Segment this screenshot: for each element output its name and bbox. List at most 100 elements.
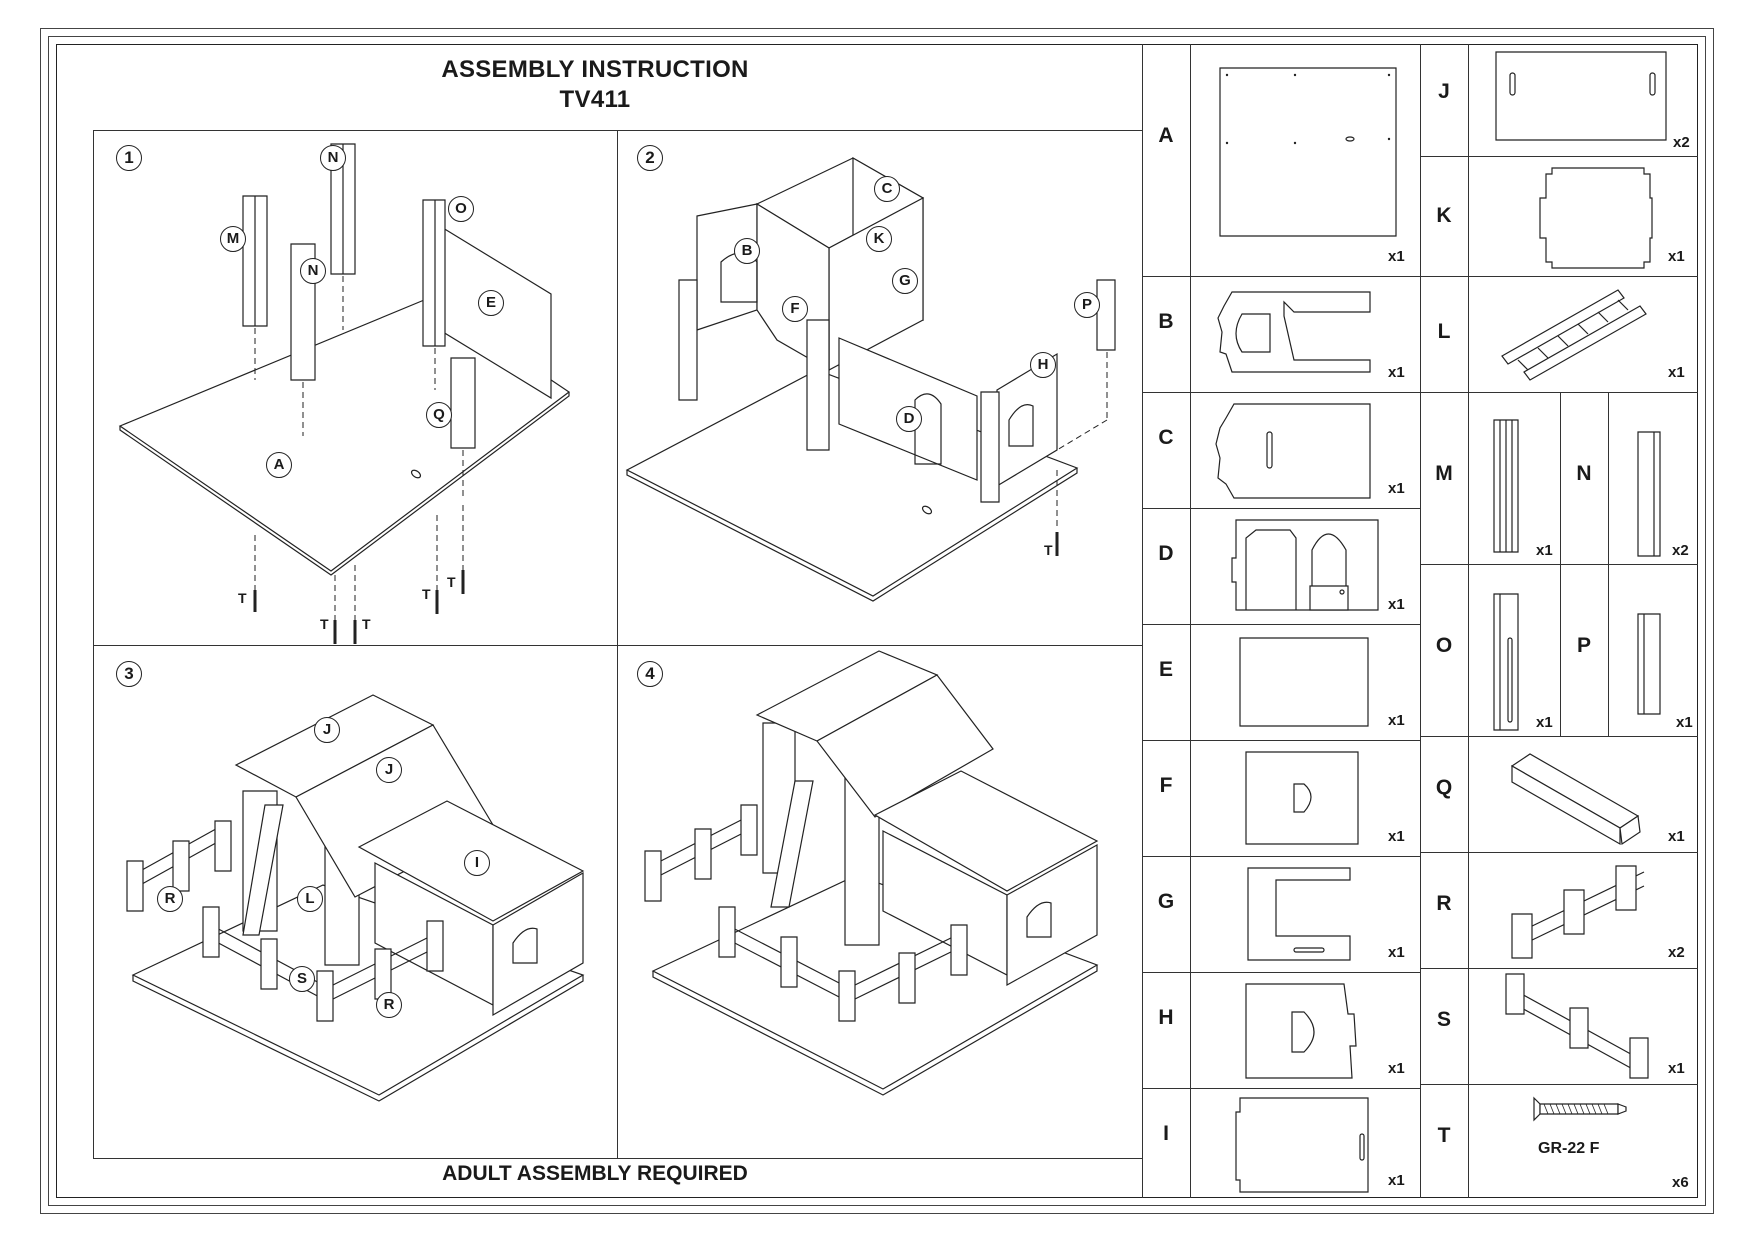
part-quantity: x1 <box>1668 364 1685 381</box>
table-line <box>1420 44 1421 1198</box>
part-callout: G <box>892 268 918 294</box>
part-callout: J <box>376 757 402 783</box>
part-callout: N <box>320 145 346 171</box>
part-callout: A <box>266 452 292 478</box>
middle-frame <box>48 36 1706 1206</box>
part-callout: O <box>448 196 474 222</box>
part-o-drawing <box>1468 564 1560 736</box>
part-label: H <box>1158 1006 1174 1029</box>
part-quantity: x2 <box>1672 542 1689 559</box>
step-4-illustration <box>617 645 1141 1160</box>
part-quantity: x1 <box>1668 828 1685 845</box>
part-callout: C <box>874 176 900 202</box>
part-quantity: x6 <box>1672 1174 1689 1191</box>
table-line <box>1420 156 1698 157</box>
part-l-drawing <box>1468 276 1698 392</box>
part-quantity: x1 <box>1388 364 1405 381</box>
steps-divider-horizontal <box>93 645 1142 646</box>
part-j-drawing <box>1468 44 1698 156</box>
part-label: R <box>1436 892 1452 915</box>
part-label: D <box>1158 542 1174 565</box>
steps-divider-vertical <box>617 130 618 1159</box>
part-callout: F <box>782 296 808 322</box>
part-quantity: x1 <box>1388 596 1405 613</box>
part-quantity: x1 <box>1388 712 1405 729</box>
step-3-illustration <box>93 645 617 1160</box>
screw-label: T <box>320 616 329 632</box>
part-label: O <box>1435 634 1453 657</box>
part-m-drawing <box>1468 392 1560 564</box>
part-callout: H <box>1030 352 1056 378</box>
table-line <box>1420 392 1698 393</box>
step-1-illustration <box>93 130 617 645</box>
part-c-drawing <box>1190 392 1420 508</box>
table-line <box>1420 564 1698 565</box>
part-s-drawing <box>1468 968 1698 1084</box>
part-p-drawing <box>1608 564 1698 736</box>
part-i-drawing <box>1190 1088 1420 1198</box>
table-line <box>1142 856 1420 857</box>
table-line <box>1420 968 1698 969</box>
part-n-drawing <box>1608 392 1698 564</box>
table-line <box>1142 1088 1420 1089</box>
part-callout: N <box>300 258 326 284</box>
part-callout: P <box>1074 292 1100 318</box>
part-label: N <box>1576 462 1592 485</box>
part-callout: B <box>734 238 760 264</box>
part-label: M <box>1435 462 1453 485</box>
part-label: B <box>1158 310 1174 333</box>
outer-frame <box>40 28 1714 1214</box>
part-q-drawing <box>1468 736 1698 852</box>
part-callout: J <box>314 717 340 743</box>
part-label: P <box>1576 634 1591 657</box>
adult-assembly-notice: ADULT ASSEMBLY REQUIRED <box>442 1162 748 1185</box>
table-line <box>1420 736 1698 737</box>
part-quantity: x1 <box>1388 944 1405 961</box>
step-number: 3 <box>116 661 142 687</box>
table-line <box>1190 44 1191 1198</box>
table-line <box>1420 276 1698 277</box>
table-line <box>1142 392 1420 393</box>
part-callout: R <box>376 992 402 1018</box>
part-callout: R <box>157 886 183 912</box>
part-quantity: x1 <box>1388 248 1405 265</box>
part-quantity: x2 <box>1668 944 1685 961</box>
table-line <box>1142 276 1420 277</box>
screw-label: T <box>422 586 431 602</box>
part-callout: S <box>289 966 315 992</box>
table-line <box>1420 1084 1698 1085</box>
screw-label: T <box>238 590 247 606</box>
step-number: 4 <box>637 661 663 687</box>
part-label: C <box>1158 426 1174 449</box>
table-line <box>1420 852 1698 853</box>
step-number: 1 <box>116 145 142 171</box>
part-quantity: x1 <box>1536 542 1553 559</box>
part-k-drawing <box>1468 156 1698 276</box>
part-label: A <box>1158 124 1174 147</box>
part-label: Q <box>1435 776 1453 799</box>
part-quantity: x1 <box>1388 480 1405 497</box>
part-label: K <box>1436 204 1452 227</box>
part-label: F <box>1159 774 1173 797</box>
part-g-drawing <box>1190 856 1420 972</box>
part-quantity: x2 <box>1673 134 1690 151</box>
part-f-drawing <box>1190 740 1420 856</box>
part-a-drawing <box>1190 44 1420 276</box>
table-line <box>1142 508 1420 509</box>
part-quantity: x1 <box>1388 1060 1405 1077</box>
part-label: J <box>1438 80 1450 103</box>
screw-label: T <box>447 574 456 590</box>
table-line <box>1142 44 1143 1198</box>
table-line <box>1142 624 1420 625</box>
part-b-drawing <box>1190 276 1420 392</box>
part-quantity: x1 <box>1676 714 1693 731</box>
table-line <box>1142 972 1420 973</box>
part-quantity: x1 <box>1668 1060 1685 1077</box>
part-quantity: x1 <box>1668 248 1685 265</box>
table-line <box>1468 44 1469 1198</box>
part-label: E <box>1158 658 1173 681</box>
model-number: TV411 <box>559 86 631 113</box>
screw-icon <box>1468 1084 1698 1198</box>
document-title: ASSEMBLY INSTRUCTION <box>441 56 749 83</box>
part-quantity: x1 <box>1388 1172 1405 1189</box>
